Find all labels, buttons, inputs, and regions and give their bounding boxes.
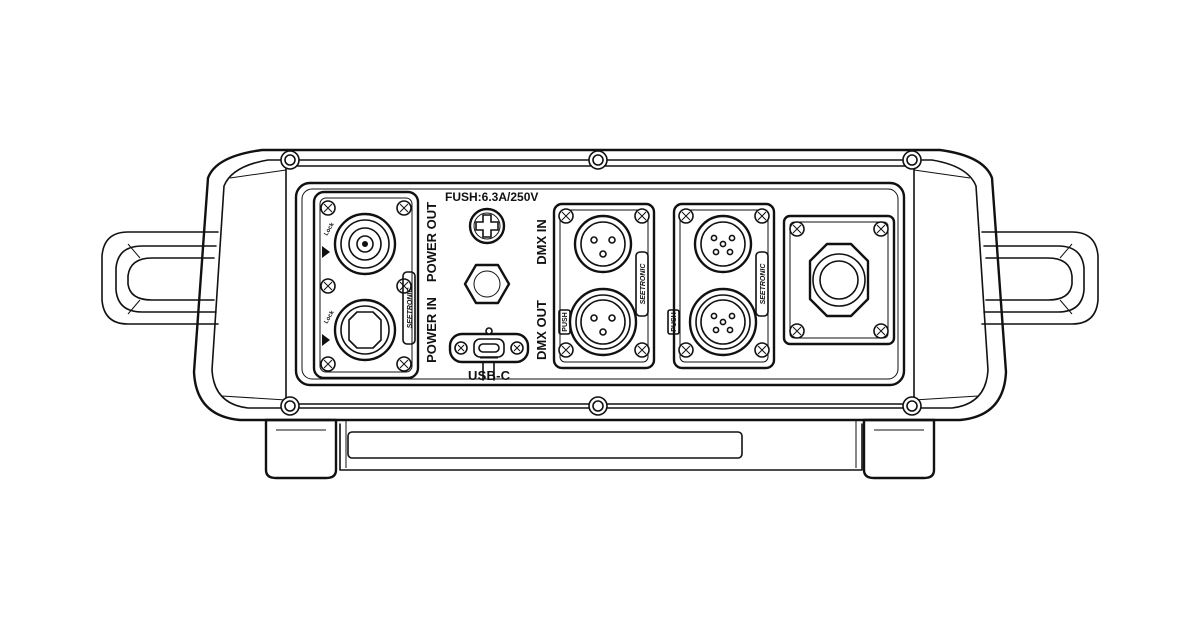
power-out-label: POWER OUT [424,202,439,282]
brand-label: SEETRONIC [760,263,767,305]
usb-c-label: USB-C [468,368,511,383]
power-brand-badge: SEETRONIC [402,271,416,345]
housing [192,148,1008,422]
dmx-out-label: DMX OUT [534,300,549,360]
brand-label: SEETRONIC [640,263,647,305]
push-label: PUSH [562,312,569,331]
power-in-connector [322,298,397,362]
right-handle [981,231,1099,325]
cable-gland [463,263,511,305]
lock-label: Lock [324,309,337,325]
housing-screw-icon [280,150,922,416]
left-handle [101,231,219,325]
xlr-5pin-block [667,202,776,370]
base-feet [264,418,936,480]
power-in-label: POWER IN [424,297,439,363]
powercon-block [312,190,420,380]
square-connector-plate [782,214,896,346]
brand-label: SEETRONIC [407,287,414,329]
usb-c-port [448,327,530,381]
power-out-connector [322,212,397,276]
fuse-holder [468,207,506,245]
xlr-3pin-block [552,202,656,370]
push-label: PUSH [671,312,678,331]
dmx-in-label: DMX IN [534,219,549,265]
lock-label: Lock [324,221,337,237]
fuse-rating-label: FUSH:6.3A/250V [445,190,538,204]
